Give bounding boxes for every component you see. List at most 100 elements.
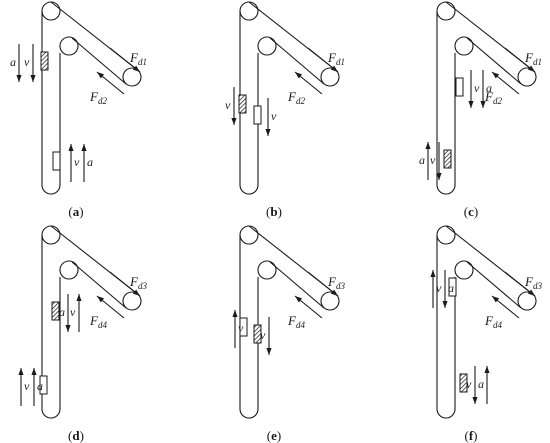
far-pulley (517, 67, 537, 87)
hatched-arrow-v-head (30, 75, 36, 82)
lower-force-label: Fd4 (484, 313, 502, 330)
solid-arrow-v-head (18, 368, 24, 375)
belt-lower-diagonal (71, 37, 127, 85)
panel-caption: (e) (267, 428, 281, 443)
hatched-label-a: a (419, 153, 425, 167)
hatched-weight (253, 324, 262, 344)
hatched-weight (51, 301, 60, 321)
far-pulley (122, 67, 142, 87)
lower-force-label: Fd2 (89, 89, 107, 106)
hatched-arrow-a-head (425, 142, 431, 149)
belt-lower-diagonal (466, 261, 522, 309)
hatched-label-a: a (59, 305, 65, 319)
middle-pulley (454, 260, 474, 280)
solid-arrow-a-head (81, 144, 87, 151)
panel-caption: (d) (68, 428, 84, 443)
middle-pulley (257, 36, 277, 56)
solid-arrow-a-head (480, 101, 486, 108)
hatched-weight (459, 373, 468, 393)
solid-label-v: v (474, 81, 480, 95)
upper-force-arrow-head (527, 65, 535, 72)
far-pulley (517, 291, 537, 311)
hatched-label-v: v (466, 377, 472, 391)
hatched-weight (40, 51, 49, 71)
hatched-arrow-v-head (266, 348, 272, 355)
hatched-weight (443, 149, 452, 169)
middle-pulley (257, 260, 277, 280)
far-pulley (320, 291, 340, 311)
upper-force-arrow-head (527, 289, 535, 296)
solid-arrow-v-head (265, 129, 271, 136)
top-pulley (41, 225, 61, 245)
solid-label-a: a (87, 155, 93, 169)
hatched-label-a: a (10, 55, 16, 69)
top-pulley (239, 225, 259, 245)
upper-force-label: Fd3 (524, 274, 542, 291)
top-pulley (436, 225, 456, 245)
far-pulley (122, 291, 142, 311)
belt-vertical-strand (436, 11, 456, 195)
solid-weight (52, 151, 61, 171)
panel-caption: (b) (266, 204, 282, 219)
solid-weight (455, 77, 464, 97)
hatched-arrow-a-head (65, 325, 71, 332)
solid-label-a: a (37, 379, 43, 393)
lower-force-arrow-head (492, 296, 500, 303)
upper-force-label: Fd1 (129, 50, 147, 67)
hatched-label-v: v (225, 98, 231, 112)
solid-arrow-a-head (31, 368, 37, 375)
upper-force-label: Fd3 (129, 274, 147, 291)
solid-weight (448, 277, 457, 297)
middle-pulley (59, 260, 79, 280)
top-pulley (239, 1, 259, 21)
lower-force-label: Fd4 (287, 313, 305, 330)
top-pulley (41, 1, 61, 21)
hatched-arrow-v-head (472, 397, 478, 404)
solid-weight (253, 105, 262, 125)
upper-force-arrow-head (132, 289, 140, 296)
solid-label-v: v (238, 321, 244, 335)
lower-force-arrow-head (295, 296, 303, 303)
solid-arrow-v-head (430, 270, 436, 277)
solid-arrow-v-head (232, 310, 238, 317)
upper-force-label: Fd1 (327, 50, 345, 67)
solid-arrow-a-head (442, 301, 448, 308)
solid-weight (239, 317, 248, 337)
upper-force-arrow-head (330, 289, 338, 296)
hatched-label-v: v (430, 153, 436, 167)
hatched-label-a: a (478, 377, 484, 391)
solid-label-v: v (271, 109, 277, 123)
hatched-arrow-v-head (76, 294, 82, 301)
hatched-arrow-v-head (231, 118, 237, 125)
solid-label-a: a (486, 81, 492, 95)
belt-vertical-strand (436, 235, 456, 419)
solid-label-v: v (436, 281, 442, 295)
lower-force-arrow-head (97, 296, 105, 303)
upper-force-arrow-head (330, 65, 338, 72)
hatched-arrow-a-head (484, 366, 490, 373)
lower-force-label: Fd2 (484, 89, 502, 106)
hatched-label-v: v (70, 305, 76, 319)
hatched-weight (238, 94, 247, 114)
solid-arrow-v-head (68, 144, 74, 151)
hatched-label-v: v (24, 55, 30, 69)
hatched-arrow-a-head (16, 75, 22, 82)
solid-label-a: a (448, 281, 454, 295)
lower-force-label: Fd2 (287, 89, 305, 106)
panel-caption: (a) (68, 204, 83, 219)
middle-pulley (454, 36, 474, 56)
upper-force-label: Fd1 (524, 50, 542, 67)
belt-lower-diagonal (269, 37, 325, 85)
lower-force-arrow-head (97, 72, 105, 79)
middle-pulley (59, 36, 79, 56)
hatched-label-v: v (260, 328, 266, 342)
panel-caption: (c) (464, 204, 478, 219)
solid-weight (39, 375, 48, 395)
